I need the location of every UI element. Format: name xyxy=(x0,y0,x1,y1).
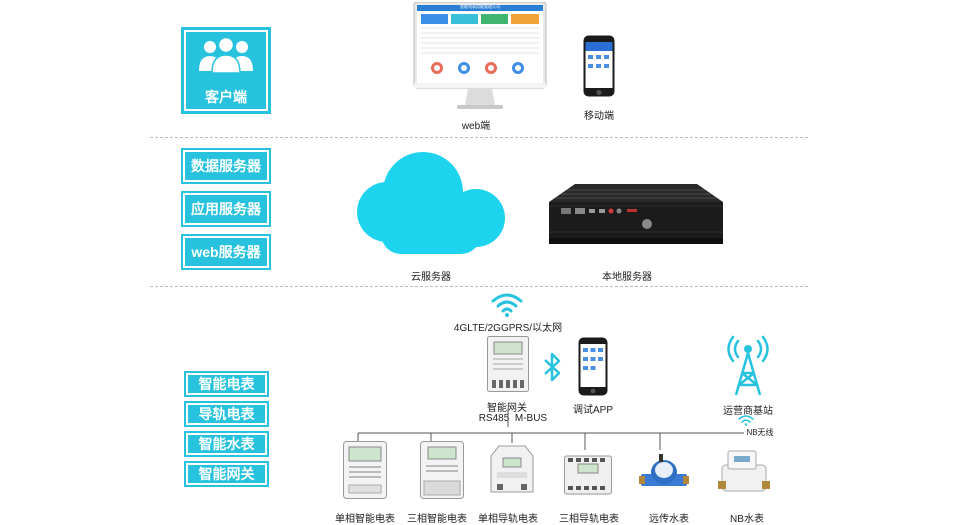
three-phase-meter-image xyxy=(420,441,464,499)
users-icon xyxy=(199,37,253,73)
web-monitor-header: 智能电表用能管理公司 xyxy=(460,4,500,9)
device-tier-item-water-meter: 智能水表 xyxy=(184,431,269,457)
client-tier-label: 客户端 xyxy=(205,89,247,105)
device-label-nb-water: NB水表 xyxy=(730,514,764,525)
single-phase-rail-meter-image xyxy=(490,445,534,493)
device-tier-item-gateway: 智能网关 xyxy=(184,461,269,487)
debug-app-phone-image xyxy=(578,337,608,396)
cloud-server-icon xyxy=(357,152,505,254)
client-tier-box: 客户端 xyxy=(181,27,271,114)
bluetooth-icon xyxy=(544,352,561,382)
wifi-icon xyxy=(491,293,523,317)
device-tier-item-smart-meter: 智能电表 xyxy=(184,371,269,397)
mobile-phone-image xyxy=(583,35,615,97)
server-tier-item-app: 应用服务器 xyxy=(181,191,271,227)
server-tier-item-data: 数据服务器 xyxy=(181,148,271,184)
device-label-remote-water: 远传水表 xyxy=(649,514,689,525)
device-tier-item-rail-meter: 导轨电表 xyxy=(184,401,269,427)
device-tier-stack: 智能电表 导轨电表 智能水表 智能网关 xyxy=(184,371,269,487)
web-monitor-image xyxy=(413,2,547,109)
device-label-three-phase-smart: 三相智能电表 xyxy=(407,514,467,525)
server-tier-item-web: web服务器 xyxy=(181,234,271,270)
nb-water-meter-image xyxy=(718,450,770,492)
base-station-icon xyxy=(727,335,769,396)
client-tier-frame xyxy=(184,30,268,111)
local-server-image xyxy=(549,184,723,244)
device-label-three-phase-rail: 三相导轨电表 xyxy=(559,514,619,525)
gateway-label: 智能网关 xyxy=(487,403,527,414)
mobile-client-label: 移动端 xyxy=(584,111,614,122)
device-label-single-phase-smart: 单相智能电表 xyxy=(335,514,395,525)
three-phase-rail-meter-image xyxy=(564,455,612,495)
cloud-server-label: 云服务器 xyxy=(411,272,451,283)
uplink-label: 4GLTE/2GGPRS/以太网 xyxy=(453,323,563,334)
base-station-label: 运营商基站 xyxy=(723,406,773,417)
local-server-label: 本地服务器 xyxy=(602,272,652,283)
remote-water-meter-image xyxy=(639,454,689,486)
rs485-label: RS485 xyxy=(478,413,510,424)
tier-divider-bottom xyxy=(150,286,808,287)
server-tier-stack: 数据服务器 应用服务器 web服务器 xyxy=(181,148,271,270)
mbus-label: M-BUS xyxy=(514,413,548,424)
nb-wireless-icon xyxy=(738,415,754,426)
single-phase-meter-image xyxy=(343,441,387,499)
tier-divider-top xyxy=(150,137,808,138)
web-client-label: web端 xyxy=(461,121,491,132)
gateway-device-image xyxy=(487,336,529,392)
nb-wireless-label: NB无线 xyxy=(746,428,774,437)
debug-app-label: 调试APP xyxy=(572,405,614,416)
device-label-single-phase-rail: 单相导轨电表 xyxy=(478,514,538,525)
